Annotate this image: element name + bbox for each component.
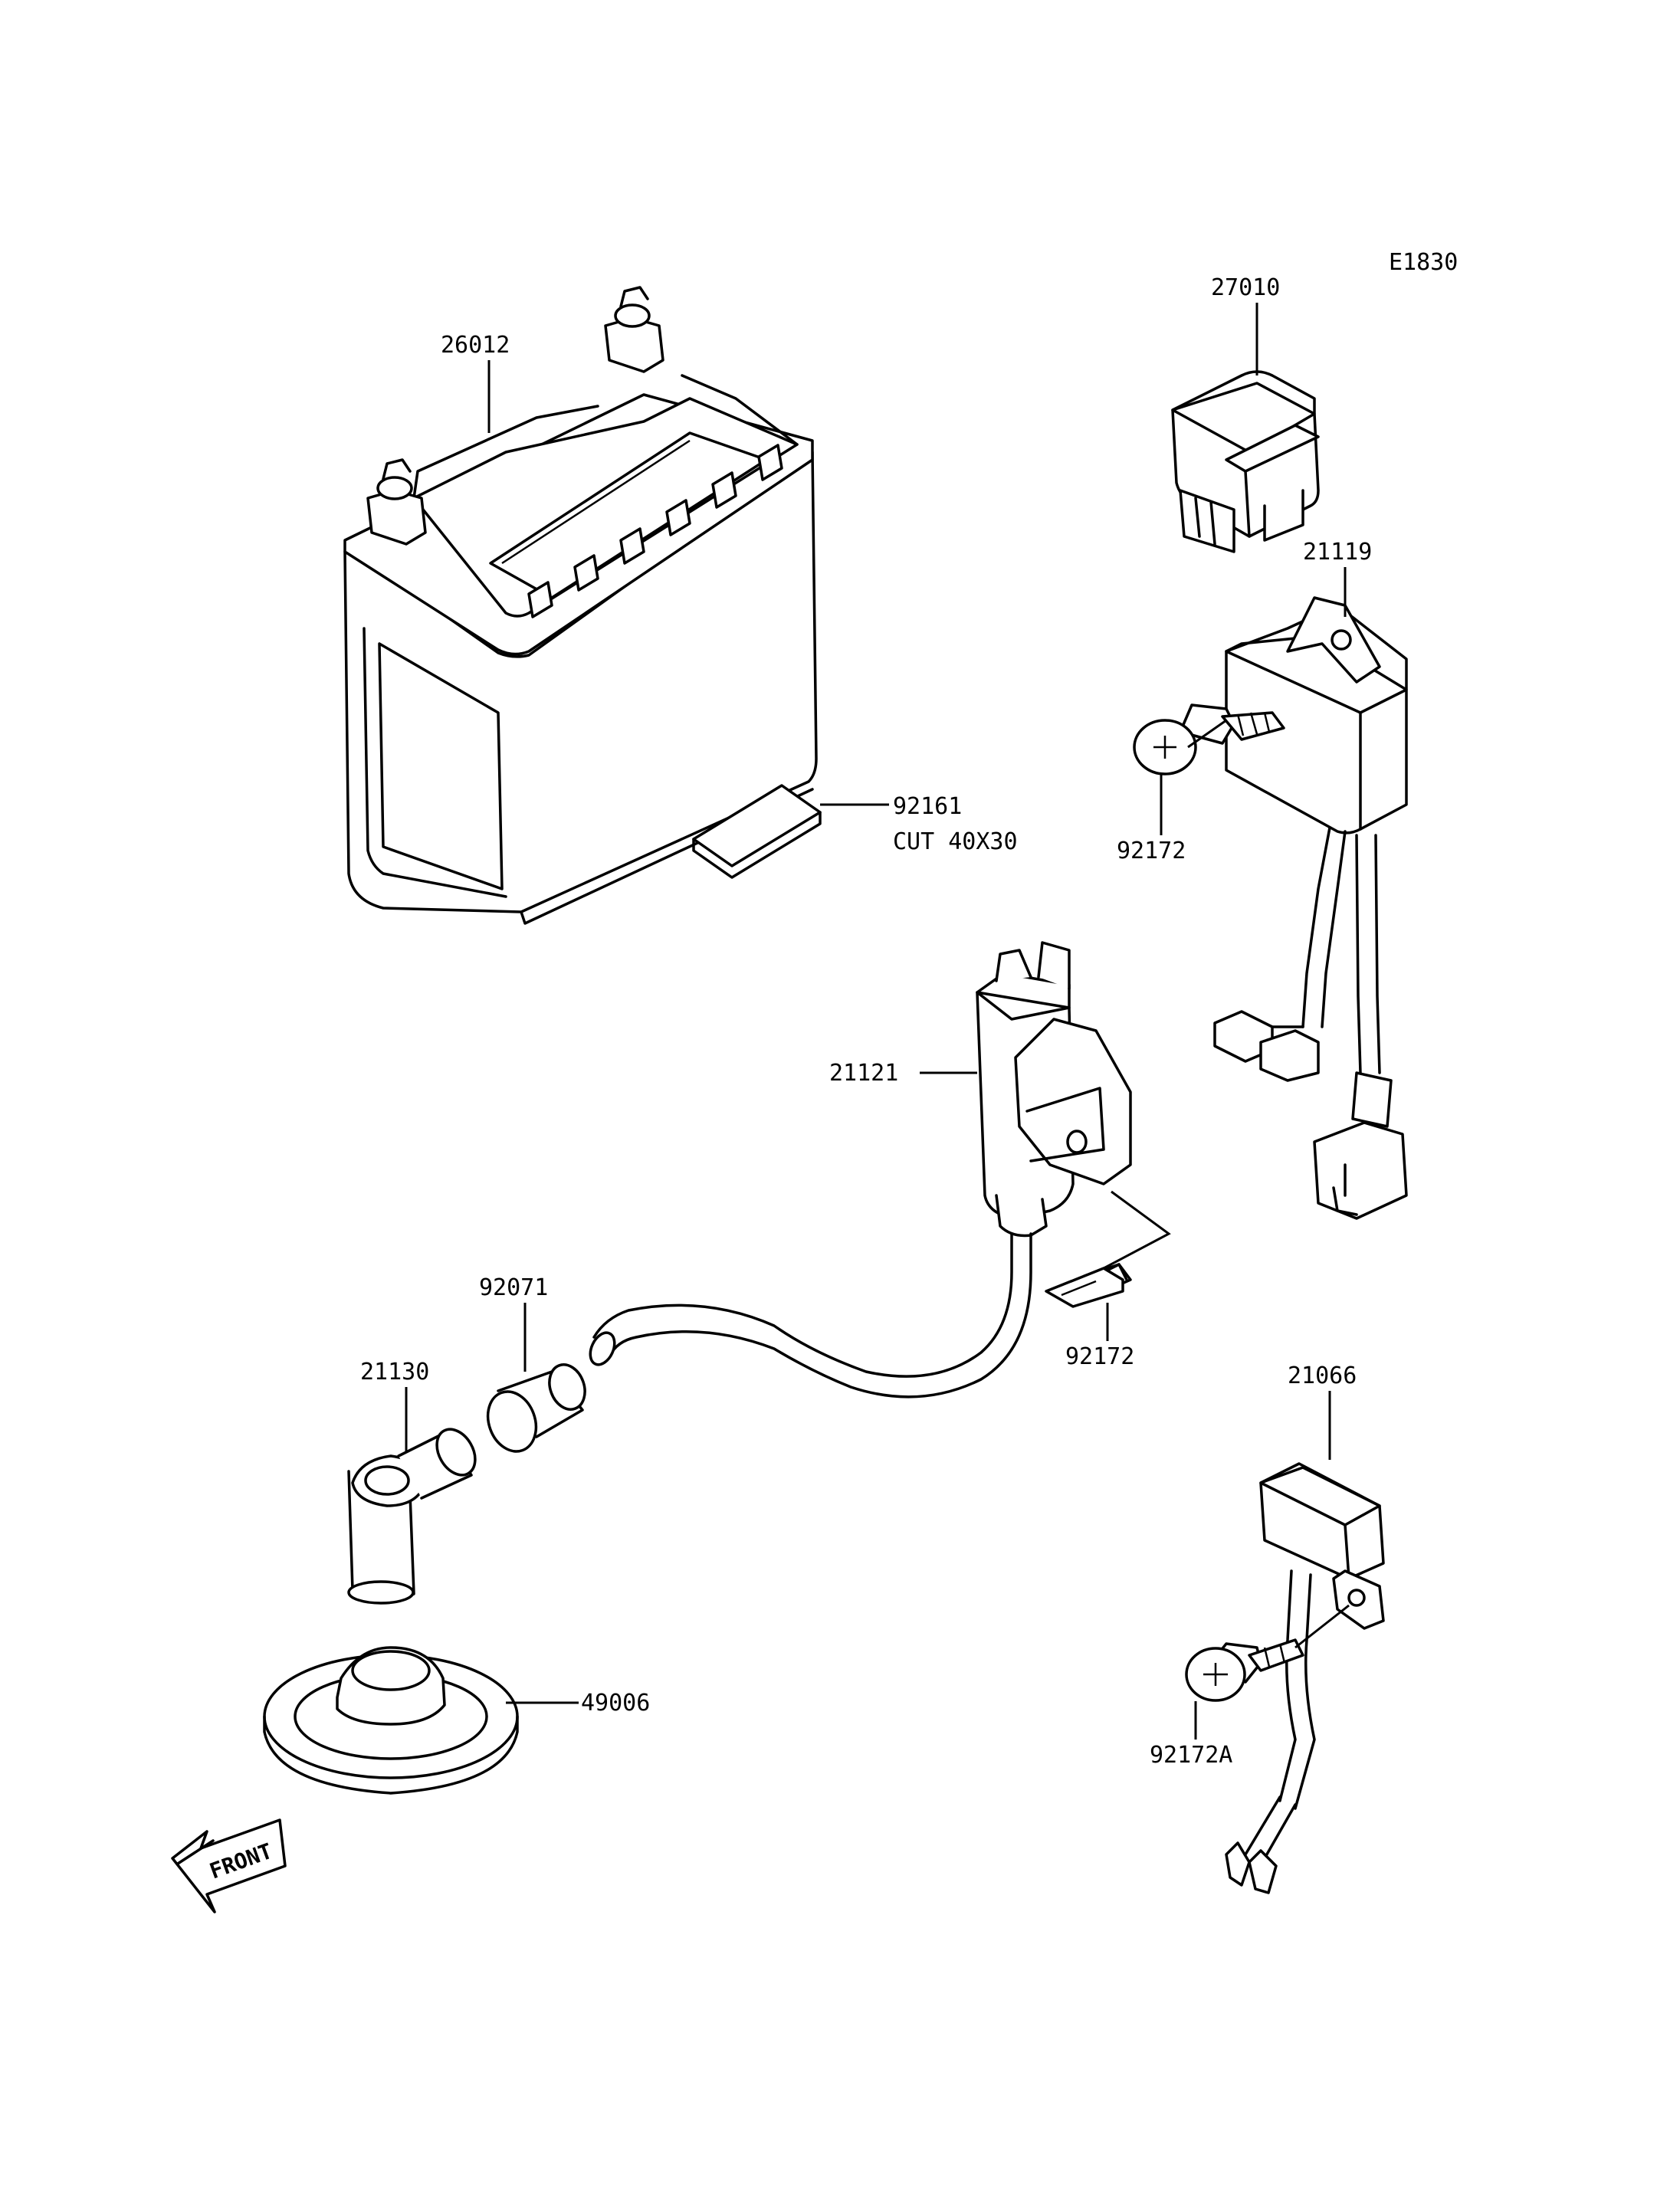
boot-drawing [263,1646,519,1795]
front-arrow: FRONT [171,1818,287,1913]
part-label-92161: 92161 [893,793,962,820]
part-label-92172a: 92172A [1150,1742,1232,1769]
cdi-unit-drawing [1213,596,1408,1220]
part-label-27010: 27010 [1211,274,1280,301]
plug-cap-drawing [347,1428,477,1605]
screw-upper-drawing [1133,703,1285,776]
part-label-21121: 21121 [829,1060,898,1087]
part-label-21066: 21066 [1288,1362,1357,1389]
ignition-coil-drawing [589,941,1132,1399]
battery-drawing [343,286,818,925]
regulator-drawing [1225,1462,1385,1894]
pad-drawing [692,784,822,879]
cap-grommet-drawing [486,1363,586,1453]
relay-drawing [1171,370,1320,553]
part-label-92172-lower: 92172 [1065,1343,1134,1370]
part-label-26012: 26012 [441,332,510,359]
part-label-21119: 21119 [1303,539,1372,566]
part-label-21130: 21130 [360,1359,429,1385]
part-label-92172-upper: 92172 [1117,838,1186,864]
part-label-49006: 49006 [581,1690,650,1717]
screw-lower-drawing [1045,1263,1132,1308]
part-label-92071: 92071 [479,1274,548,1301]
diagram-code: E1830 [1389,249,1458,276]
part-note-92161: CUT 40X30 [893,828,1018,855]
screw-92172a-drawing [1185,1638,1304,1702]
